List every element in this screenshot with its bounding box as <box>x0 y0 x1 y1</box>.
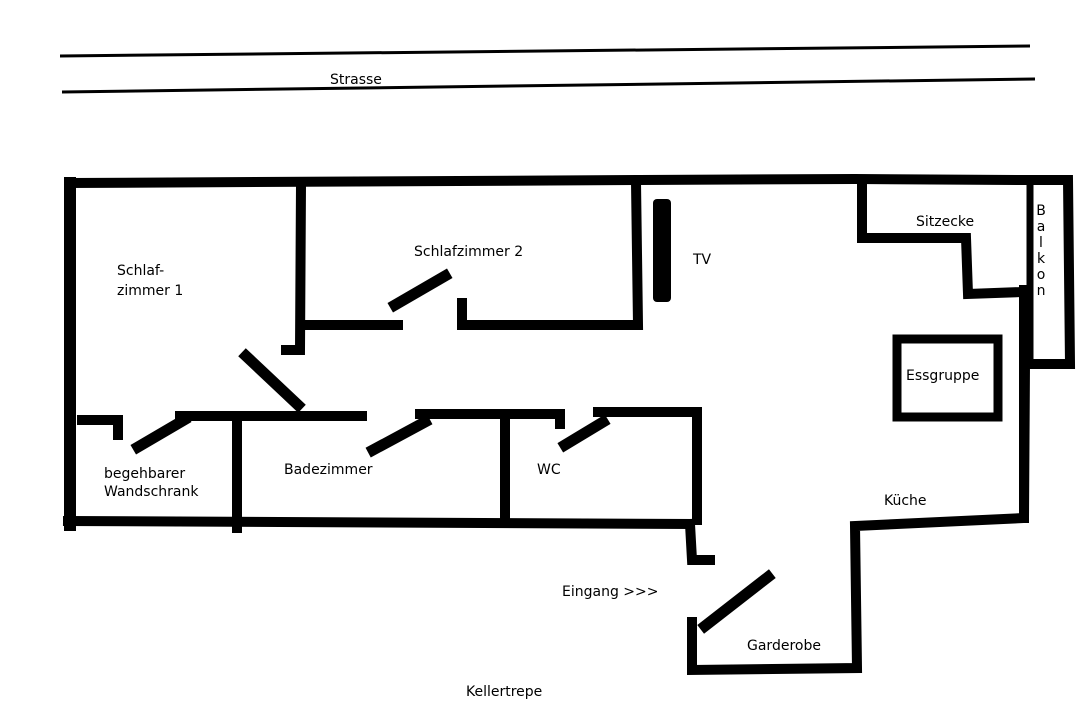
label-kitchen: Küche <box>884 493 927 509</box>
label-tv: TV <box>693 252 712 268</box>
door-closet <box>130 412 192 455</box>
label-bedroom2: Schlafzimmer 2 <box>414 244 524 260</box>
wall-rooms-top <box>77 415 123 440</box>
wall-bedroom2-bottom-right <box>457 176 644 330</box>
door-bedroom1 <box>238 348 306 413</box>
door-garderobe <box>697 569 776 634</box>
wall-entrance-stub <box>684 518 715 565</box>
walls <box>62 173 1076 676</box>
door-bedroom2 <box>387 268 453 313</box>
door-bathroom <box>365 414 433 458</box>
wall-wc-top <box>593 407 702 525</box>
label-walkin-closet: begehbarer Wandschrank <box>104 466 199 500</box>
label-wc: WC <box>537 462 561 478</box>
tv-shape <box>653 199 671 302</box>
label-street: Strasse <box>330 72 382 88</box>
label-bedroom1: Schlaf- zimmer 1 <box>117 263 184 299</box>
wall-sitzecke <box>857 177 1028 300</box>
label-wardrobe: Garderobe <box>747 638 821 654</box>
street-line-top <box>59 44 1031 58</box>
wall-bedroom1-right <box>281 179 307 355</box>
dining-table-shape <box>892 334 1003 422</box>
label-entrance: Eingang >>> <box>562 584 659 600</box>
wall-bad-top <box>415 409 565 429</box>
label-dining: Essgruppe <box>906 368 980 384</box>
door-wc <box>557 414 611 453</box>
label-bathroom: Badezimmer <box>284 462 373 478</box>
label-balcony: B a l k o n <box>1036 203 1046 299</box>
street-line-bottom <box>61 77 1036 94</box>
wall-outer-top <box>64 173 1031 189</box>
label-seating: Sitzecke <box>916 214 975 230</box>
label-cellar-stairs: Kellertrepe <box>466 684 543 700</box>
wall-outer-bottom <box>62 515 696 530</box>
street-lines <box>59 44 1036 94</box>
